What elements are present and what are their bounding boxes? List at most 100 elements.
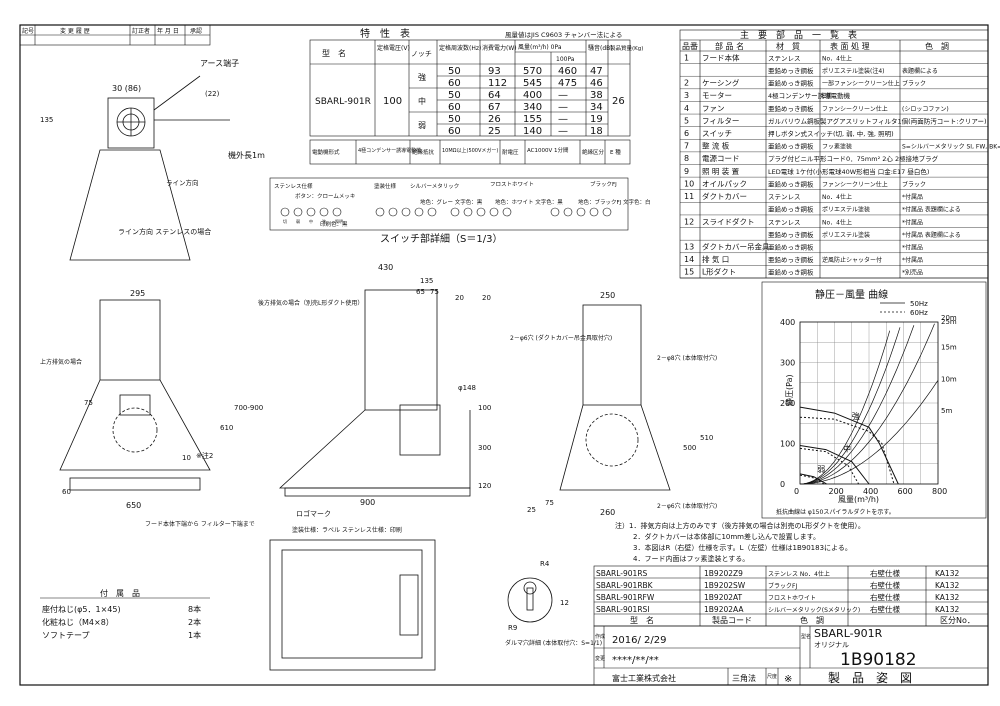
models-cell: ステンレス No．4仕上 [768,570,830,578]
acc-item-2: ソフトテープ [42,631,90,640]
parts-cell: 3 [684,91,689,100]
dim-135: 135 [40,116,53,124]
rear-exhaust: 後方排気の場合（別売L形ダクト使用） [258,299,363,307]
keyhole-detail [507,577,553,623]
spec-cell: 26 [488,114,501,125]
chart-resistance-curve [799,380,939,485]
keyhole-detail: ダルマ穴詳細 (本体取付穴：S=1/1) [505,639,602,647]
chart-resistance-label: 25m [941,318,957,326]
parts-cell: *付属品 [902,256,923,264]
parts-cell: 10 [684,179,694,188]
chart-ylabel: 静圧(Pa) [784,374,794,406]
chart-notch-label: 強 [852,411,860,421]
spec-cell: 340 [523,102,542,113]
spec-notch-weak: 弱 [418,121,426,130]
tb-date: 2016/ 2/29 [612,635,666,646]
models-cell: 右壁仕様 [870,580,900,590]
chart-y-tick: 200 [780,399,795,408]
parts-cell: 整 流 板 [702,141,730,151]
dim-side-65: 65 [416,288,425,296]
spec-cell: 50 [448,66,461,77]
note-2: ※注2 [196,451,213,460]
note-1: 2．ダクトカバーは本体部に10mm差し込んで設置します。 [633,532,820,541]
models-cell: ブラックFJ [768,582,797,590]
parts-cell: ポリエステル塗装(注4) [822,67,885,75]
switch-button-icon [280,207,290,217]
sw-label-8: ブラックFJ [590,180,617,188]
dim-side-148: φ148 [458,384,476,392]
switch-button-icon [414,207,424,217]
parts-cell: No．4仕上 [822,218,852,226]
dim-front-610: 610 [220,424,233,432]
parts-cell: ケーシング [702,78,740,88]
switch-button-icon [463,207,473,217]
tb-drawing-no: 1B90182 [840,650,917,670]
parts-cell: *付属品 表題欄による [902,206,961,214]
rev-header-0: 記号 [22,27,34,35]
spec-h-weight: 製品質量(Kg) [610,44,643,52]
switch-button-icon [589,207,599,217]
spec-cell: 60 [448,78,461,89]
chart-series-line [799,406,899,485]
parts-header: 材 質 [776,41,800,51]
parts-cell: 4極コンデンサー誘導電動機 [768,91,851,100]
side-view [278,289,471,497]
spec-cell: — [558,102,568,113]
models-cell: 1B9202SW [704,581,746,590]
title-block: 作成 2016/ 2/29 変更 ****/**/** 型名 SBARL-901… [593,625,989,686]
rev-header-2: 訂正者 [132,27,150,35]
spec-h-power: 消費電力(W) [482,44,517,52]
parts-cell: スイッチ [702,129,732,138]
logo-spec: 塗装仕様：ラベル ステンレス仕様：印刷 [292,526,402,534]
parts-cell: 照 明 装 置 [702,166,740,176]
parts-cell: 亜鉛めっき鋼板 [768,179,814,188]
chart-series-line [799,474,825,485]
keyhole-r4: R4 [540,560,550,568]
chart-resistance-label: 5m [941,407,952,415]
parts-cell: (シロッコファン) [902,106,949,113]
parts-cell: 電源コード [702,154,740,163]
spec-cell: 19 [590,114,603,125]
parts-cell: 亜鉛めっき鋼板 [768,66,814,75]
switch-mark: 弱 [296,218,300,224]
parts-cell: モーター [702,91,732,100]
switch-button-icon [388,207,398,217]
tb-sub: オリジナル [814,641,849,649]
spec-voltage: 100 [383,96,402,107]
spec-cell: — [558,126,568,137]
cord-length: 機外長1m [228,150,265,160]
parts-cell: フード本体 [702,52,740,62]
chart-y-tick: 0 [780,480,785,489]
tb-revision: ****/**/** [612,655,659,666]
parts-cell: ポリエステル塗装 [822,206,870,214]
dim-front-700-900: 700-900 [234,404,263,412]
parts-cell: 15 [684,268,694,277]
switch-mark: 強 [322,218,326,224]
chart-x-tick: 400 [863,487,878,496]
switch-button-icon [450,207,460,217]
switch-button-icon [375,207,385,217]
acc-item-1: 化粧ねじ（M4×8） [42,617,114,627]
sw-label-2: 印刷色：黒 [320,220,348,228]
models-cell: KA132 [935,569,959,578]
dim-front-10: 10 [182,454,191,462]
models-cell: 1B9202AT [704,593,743,602]
dim-front-650: 650 [126,501,141,510]
chart-legend-label: 50Hz [910,300,928,308]
parts-cell: フッ素塗装 [822,143,852,151]
models-cell: SBARL-901RBK [596,581,654,590]
models-cell: SBARL-901RSI [596,605,650,614]
spec-h-noise: 騒音(dB) [588,44,613,52]
spec-weight: 26 [612,96,625,107]
chart-series-line [799,447,860,485]
models-cell: SBARL-901RS [596,569,648,578]
chart-x-tick: 600 [898,487,913,496]
parts-header: 部 品 名 [715,41,744,51]
parts-cell: No．4仕上 [822,193,852,201]
tb-scale-label: 尺度 [767,673,777,680]
models-cell: 1B9202Z9 [704,569,743,578]
parts-cell: ダクトカバー吊金具 [702,241,770,251]
spec-f2: 絶縁抵抗 [412,148,435,156]
parts-cell: 排 気 口 [702,254,729,264]
